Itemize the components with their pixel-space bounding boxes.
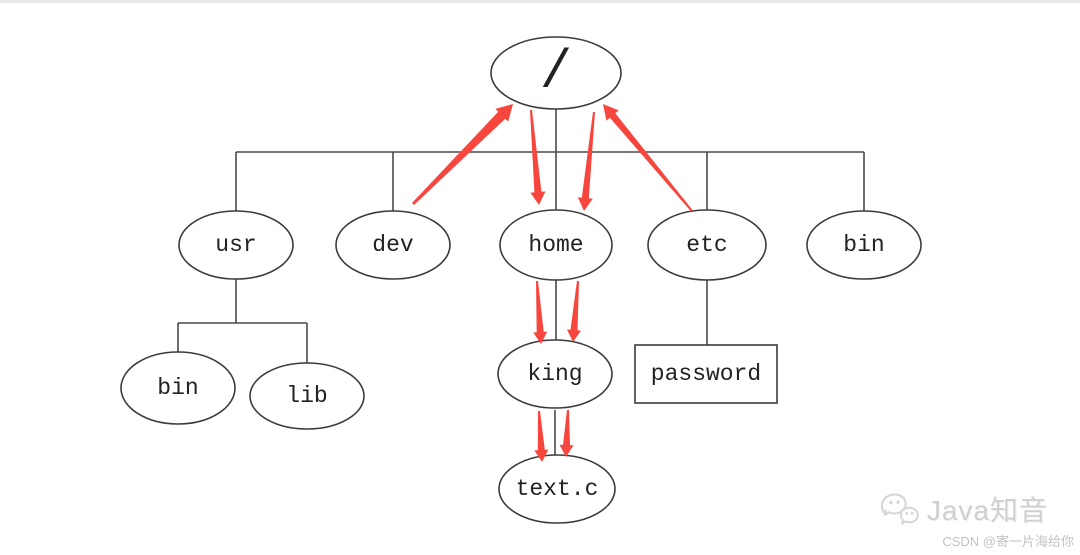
node-king-label: king: [527, 361, 582, 387]
node-dev: dev: [335, 210, 451, 280]
arrow-king-to-textc-right: [559, 410, 574, 457]
node-root: /: [490, 36, 622, 110]
node-usr: usr: [178, 210, 294, 280]
node-king-shape: [497, 339, 613, 409]
top-border-strip: [0, 0, 1080, 3]
arrow-root-to-home-right: [577, 111, 595, 211]
arrow-home-to-king-right: [567, 280, 581, 342]
node-password-label: password: [651, 361, 761, 387]
node-etc-shape: [647, 209, 767, 281]
node-password: password: [634, 344, 778, 404]
node-root-shape: [490, 36, 622, 110]
node-home-label: home: [528, 232, 583, 258]
wechat-icon: [880, 493, 919, 525]
arrow-home-to-king-left: [533, 280, 548, 344]
watermark: Java知音 CSDN @寄一片海给你: [877, 487, 1076, 550]
node-usr-lib-label: lib: [286, 383, 327, 409]
node-etc: etc: [647, 209, 767, 281]
node-usr-bin-label: bin: [157, 375, 198, 401]
node-home: home: [499, 209, 613, 281]
node-etc-label: etc: [686, 232, 727, 258]
node-password-shape: [634, 344, 778, 404]
node-text-c: text.c: [498, 454, 616, 524]
node-usr-label: usr: [215, 232, 256, 258]
node-dev-label: dev: [372, 232, 414, 258]
node-text-c-label: text.c: [516, 476, 599, 502]
node-home-shape: [499, 209, 613, 281]
watermark-row: Java知音: [877, 487, 1048, 531]
node-bin-label: bin: [843, 232, 884, 258]
arrow-king-to-textc-left: [534, 410, 549, 462]
arrow-dev-to-root: [412, 104, 513, 205]
node-king: king: [497, 339, 613, 409]
node-usr-lib: lib: [249, 362, 365, 430]
node-usr-bin: bin: [120, 351, 236, 425]
node-usr-bin-shape: [120, 351, 236, 425]
node-dev-shape: [335, 210, 451, 280]
node-usr-lib-shape: [249, 362, 365, 430]
node-bin: bin: [806, 210, 922, 280]
node-bin-shape: [806, 210, 922, 280]
arrow-etc-to-root: [603, 104, 693, 212]
node-usr-shape: [178, 210, 294, 280]
arrow-root-to-home-left: [530, 109, 546, 205]
watermark-title: Java知音: [926, 495, 1048, 526]
node-root-label: /: [540, 43, 572, 104]
watermark-subtitle: CSDN @寄一片海给你: [942, 534, 1074, 549]
wechat-icon-shapes: [880, 493, 919, 525]
node-text-c-shape: [498, 454, 616, 524]
